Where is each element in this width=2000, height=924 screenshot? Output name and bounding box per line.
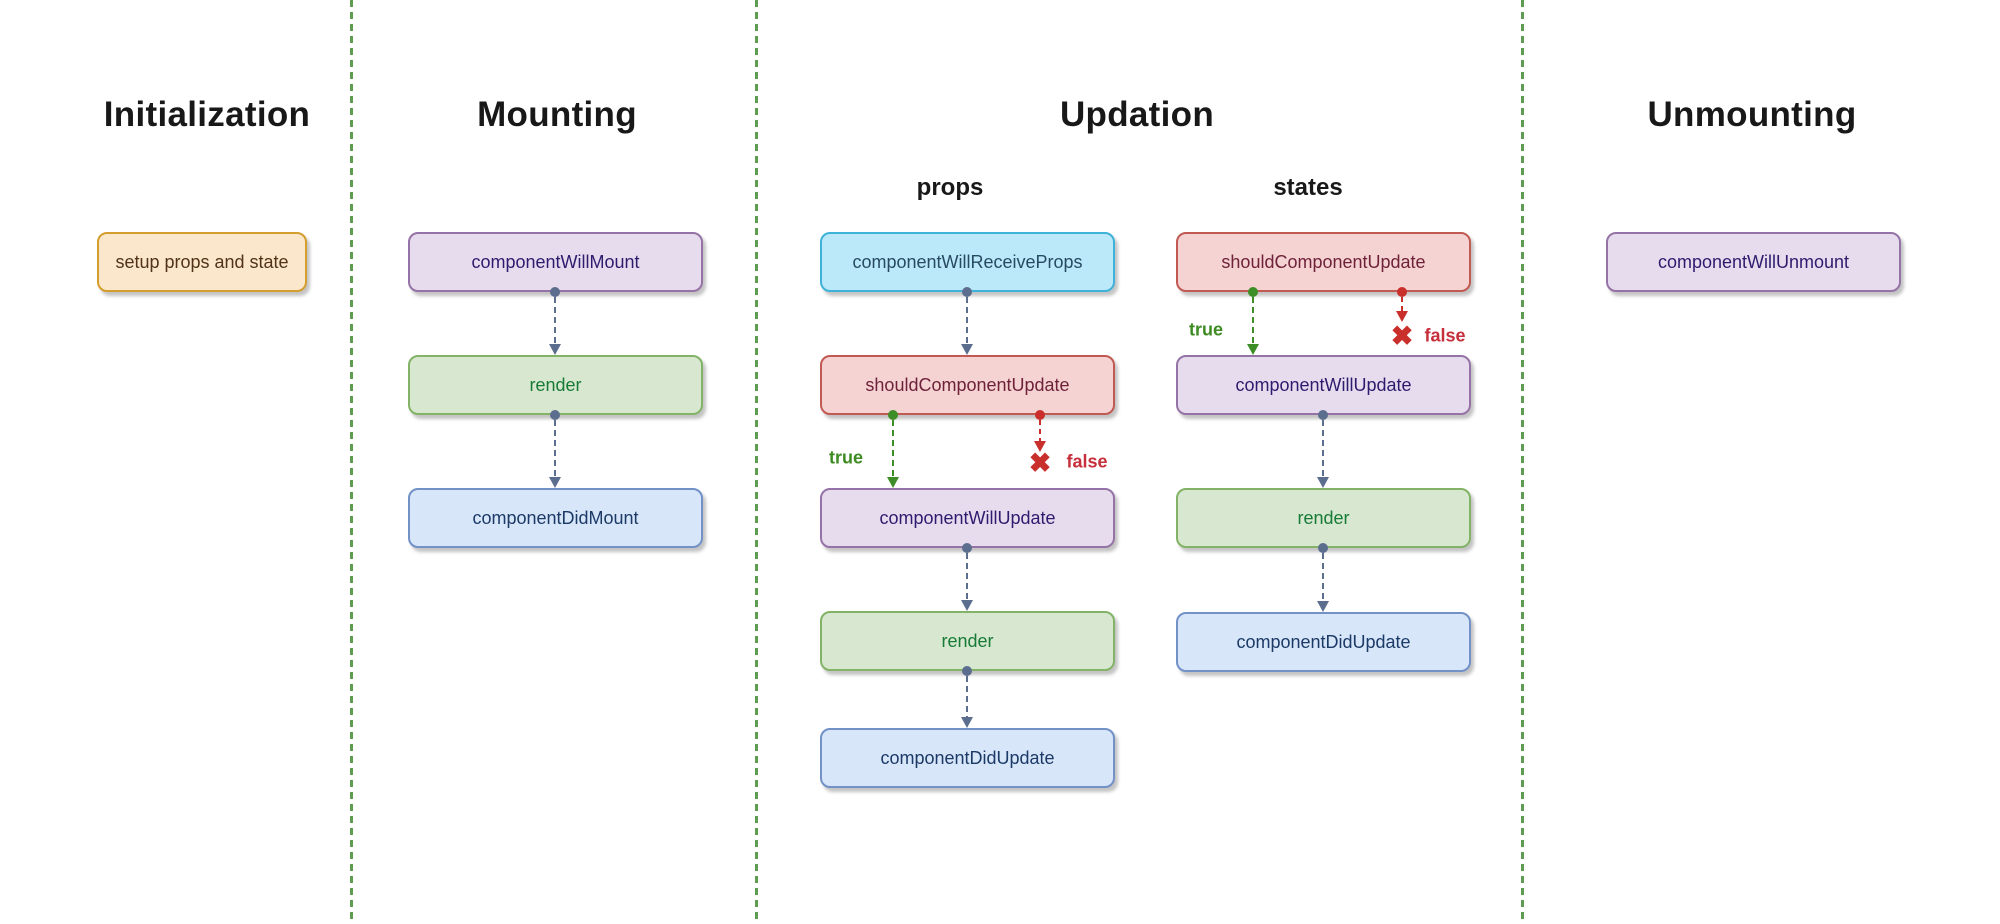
arrow-dashed-line (965, 676, 969, 717)
arrow-head-icon (1317, 601, 1329, 612)
arrow-head-icon (961, 600, 973, 611)
flow-arrow-states-false (1395, 287, 1409, 322)
phase-divider-3 (1521, 0, 1524, 924)
flow-arrow-mounting-1 (548, 287, 562, 355)
false-cross-icon-props: ✖ (1028, 447, 1052, 478)
subcolumn-title-states: states (1273, 174, 1343, 201)
flow-arrow-props-1 (960, 287, 974, 355)
node-render-props: render (820, 611, 1115, 671)
flow-arrow-props-2 (960, 543, 974, 611)
flow-arrow-mounting-2 (548, 410, 562, 488)
arrow-head-icon (961, 717, 973, 728)
arrow-dashed-line (1400, 297, 1404, 311)
phase-divider-2 (755, 0, 758, 924)
phase-title-mounting: Mounting (477, 95, 637, 134)
node-component-will-update-props: componentWillUpdate (820, 488, 1115, 548)
node-should-component-update-states: shouldComponentUpdate (1176, 232, 1471, 292)
phase-divider-1 (350, 0, 353, 924)
arrow-dashed-line (1321, 420, 1325, 477)
branch-label-true-props: true (828, 447, 864, 468)
arrow-origin-dot (962, 543, 972, 553)
arrow-head-icon (549, 344, 561, 355)
arrow-origin-dot (550, 287, 560, 297)
node-component-will-receive-props: componentWillReceiveProps (820, 232, 1115, 292)
arrow-head-icon (961, 344, 973, 355)
node-render-states: render (1176, 488, 1471, 548)
arrow-origin-dot (1035, 410, 1045, 420)
arrow-origin-dot (1397, 287, 1407, 297)
arrow-origin-dot (1318, 543, 1328, 553)
arrow-head-icon (1317, 477, 1329, 488)
arrow-head-icon (1247, 344, 1259, 355)
node-component-will-mount: componentWillMount (408, 232, 703, 292)
arrow-head-icon (1034, 441, 1046, 452)
phase-title-initialization: Initialization (103, 95, 311, 134)
phase-title-updation: Updation (1059, 95, 1215, 134)
node-component-will-update-states: componentWillUpdate (1176, 355, 1471, 415)
branch-label-true-states: true (1188, 319, 1224, 340)
flow-arrow-states-1 (1316, 410, 1330, 488)
arrow-origin-dot (1318, 410, 1328, 420)
arrow-dashed-line (965, 297, 969, 344)
flow-arrow-states-true (1246, 287, 1260, 355)
flow-arrow-states-2 (1316, 543, 1330, 612)
flow-arrow-props-false (1033, 410, 1047, 452)
arrow-dashed-line (965, 553, 969, 600)
arrow-origin-dot (962, 666, 972, 676)
arrow-dashed-line (1038, 420, 1042, 441)
arrow-dashed-line (891, 420, 895, 477)
node-component-did-mount: componentDidMount (408, 488, 703, 548)
arrow-dashed-line (553, 420, 557, 477)
arrow-dashed-line (1321, 553, 1325, 601)
arrow-dashed-line (1251, 297, 1255, 344)
node-component-did-update-props: componentDidUpdate (820, 728, 1115, 788)
false-cross-icon-states: ✖ (1390, 320, 1414, 351)
arrow-origin-dot (962, 287, 972, 297)
subcolumn-title-props: props (916, 174, 984, 201)
node-setup-props-and-state: setup props and state (97, 232, 307, 292)
arrow-origin-dot (1248, 287, 1258, 297)
arrow-origin-dot (888, 410, 898, 420)
arrow-head-icon (549, 477, 561, 488)
node-component-will-unmount: componentWillUnmount (1606, 232, 1901, 292)
flow-arrow-props-true (886, 410, 900, 488)
node-render-mounting: render (408, 355, 703, 415)
branch-label-false-props: false (1066, 451, 1108, 472)
branch-label-false-states: false (1424, 325, 1466, 346)
phase-title-unmounting: Unmounting (1647, 95, 1857, 134)
node-component-did-update-states: componentDidUpdate (1176, 612, 1471, 672)
arrow-dashed-line (553, 297, 557, 344)
arrow-head-icon (1396, 311, 1408, 322)
arrow-origin-dot (550, 410, 560, 420)
node-should-component-update-props: shouldComponentUpdate (820, 355, 1115, 415)
arrow-head-icon (887, 477, 899, 488)
flow-arrow-props-3 (960, 666, 974, 728)
